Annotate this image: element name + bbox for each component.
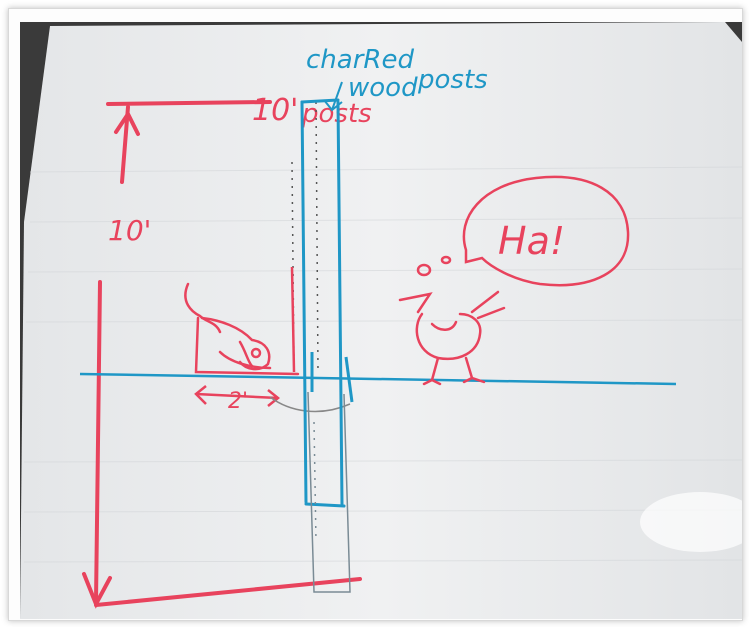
top-dimension-label: 10'	[252, 93, 298, 128]
hole-dimension-line	[195, 392, 279, 400]
hole-dimension-label: 2'	[228, 389, 248, 414]
top-dimension-line	[106, 100, 272, 106]
hole-right-wall	[290, 266, 296, 373]
thought-dot-tiny	[440, 255, 452, 265]
wood-label: wood	[348, 73, 418, 103]
paper-ruling	[23, 166, 742, 563]
arrowhead-up	[114, 110, 140, 136]
posts-label: posts	[301, 99, 372, 129]
post-mark-right	[344, 356, 354, 403]
side-dimension-label: 10'	[108, 214, 151, 247]
bottom-line	[94, 577, 362, 607]
height-arrow-upper	[120, 105, 130, 184]
speech-text: Ha!	[498, 219, 565, 263]
charred-post	[300, 98, 346, 508]
whiteboard-photo: 10' posts 10' 2'	[20, 22, 742, 619]
light-glare	[640, 492, 742, 552]
creature-drawing	[184, 282, 300, 376]
speech-bubble	[462, 175, 630, 287]
hole-outline	[291, 101, 319, 373]
hole-arrow-right	[267, 389, 281, 407]
blue-posts-label: posts	[417, 65, 488, 95]
charred-label: charRed	[306, 45, 414, 75]
bird-drawing	[398, 290, 506, 386]
post-underground	[307, 391, 351, 593]
thought-dot-small	[416, 263, 432, 277]
height-arrow-lower	[94, 280, 102, 604]
ground-line	[79, 372, 677, 386]
label-arrow	[323, 81, 343, 112]
sketch-canvas: 10' posts 10' 2'	[20, 22, 742, 619]
hole-arrow-left	[194, 385, 207, 405]
